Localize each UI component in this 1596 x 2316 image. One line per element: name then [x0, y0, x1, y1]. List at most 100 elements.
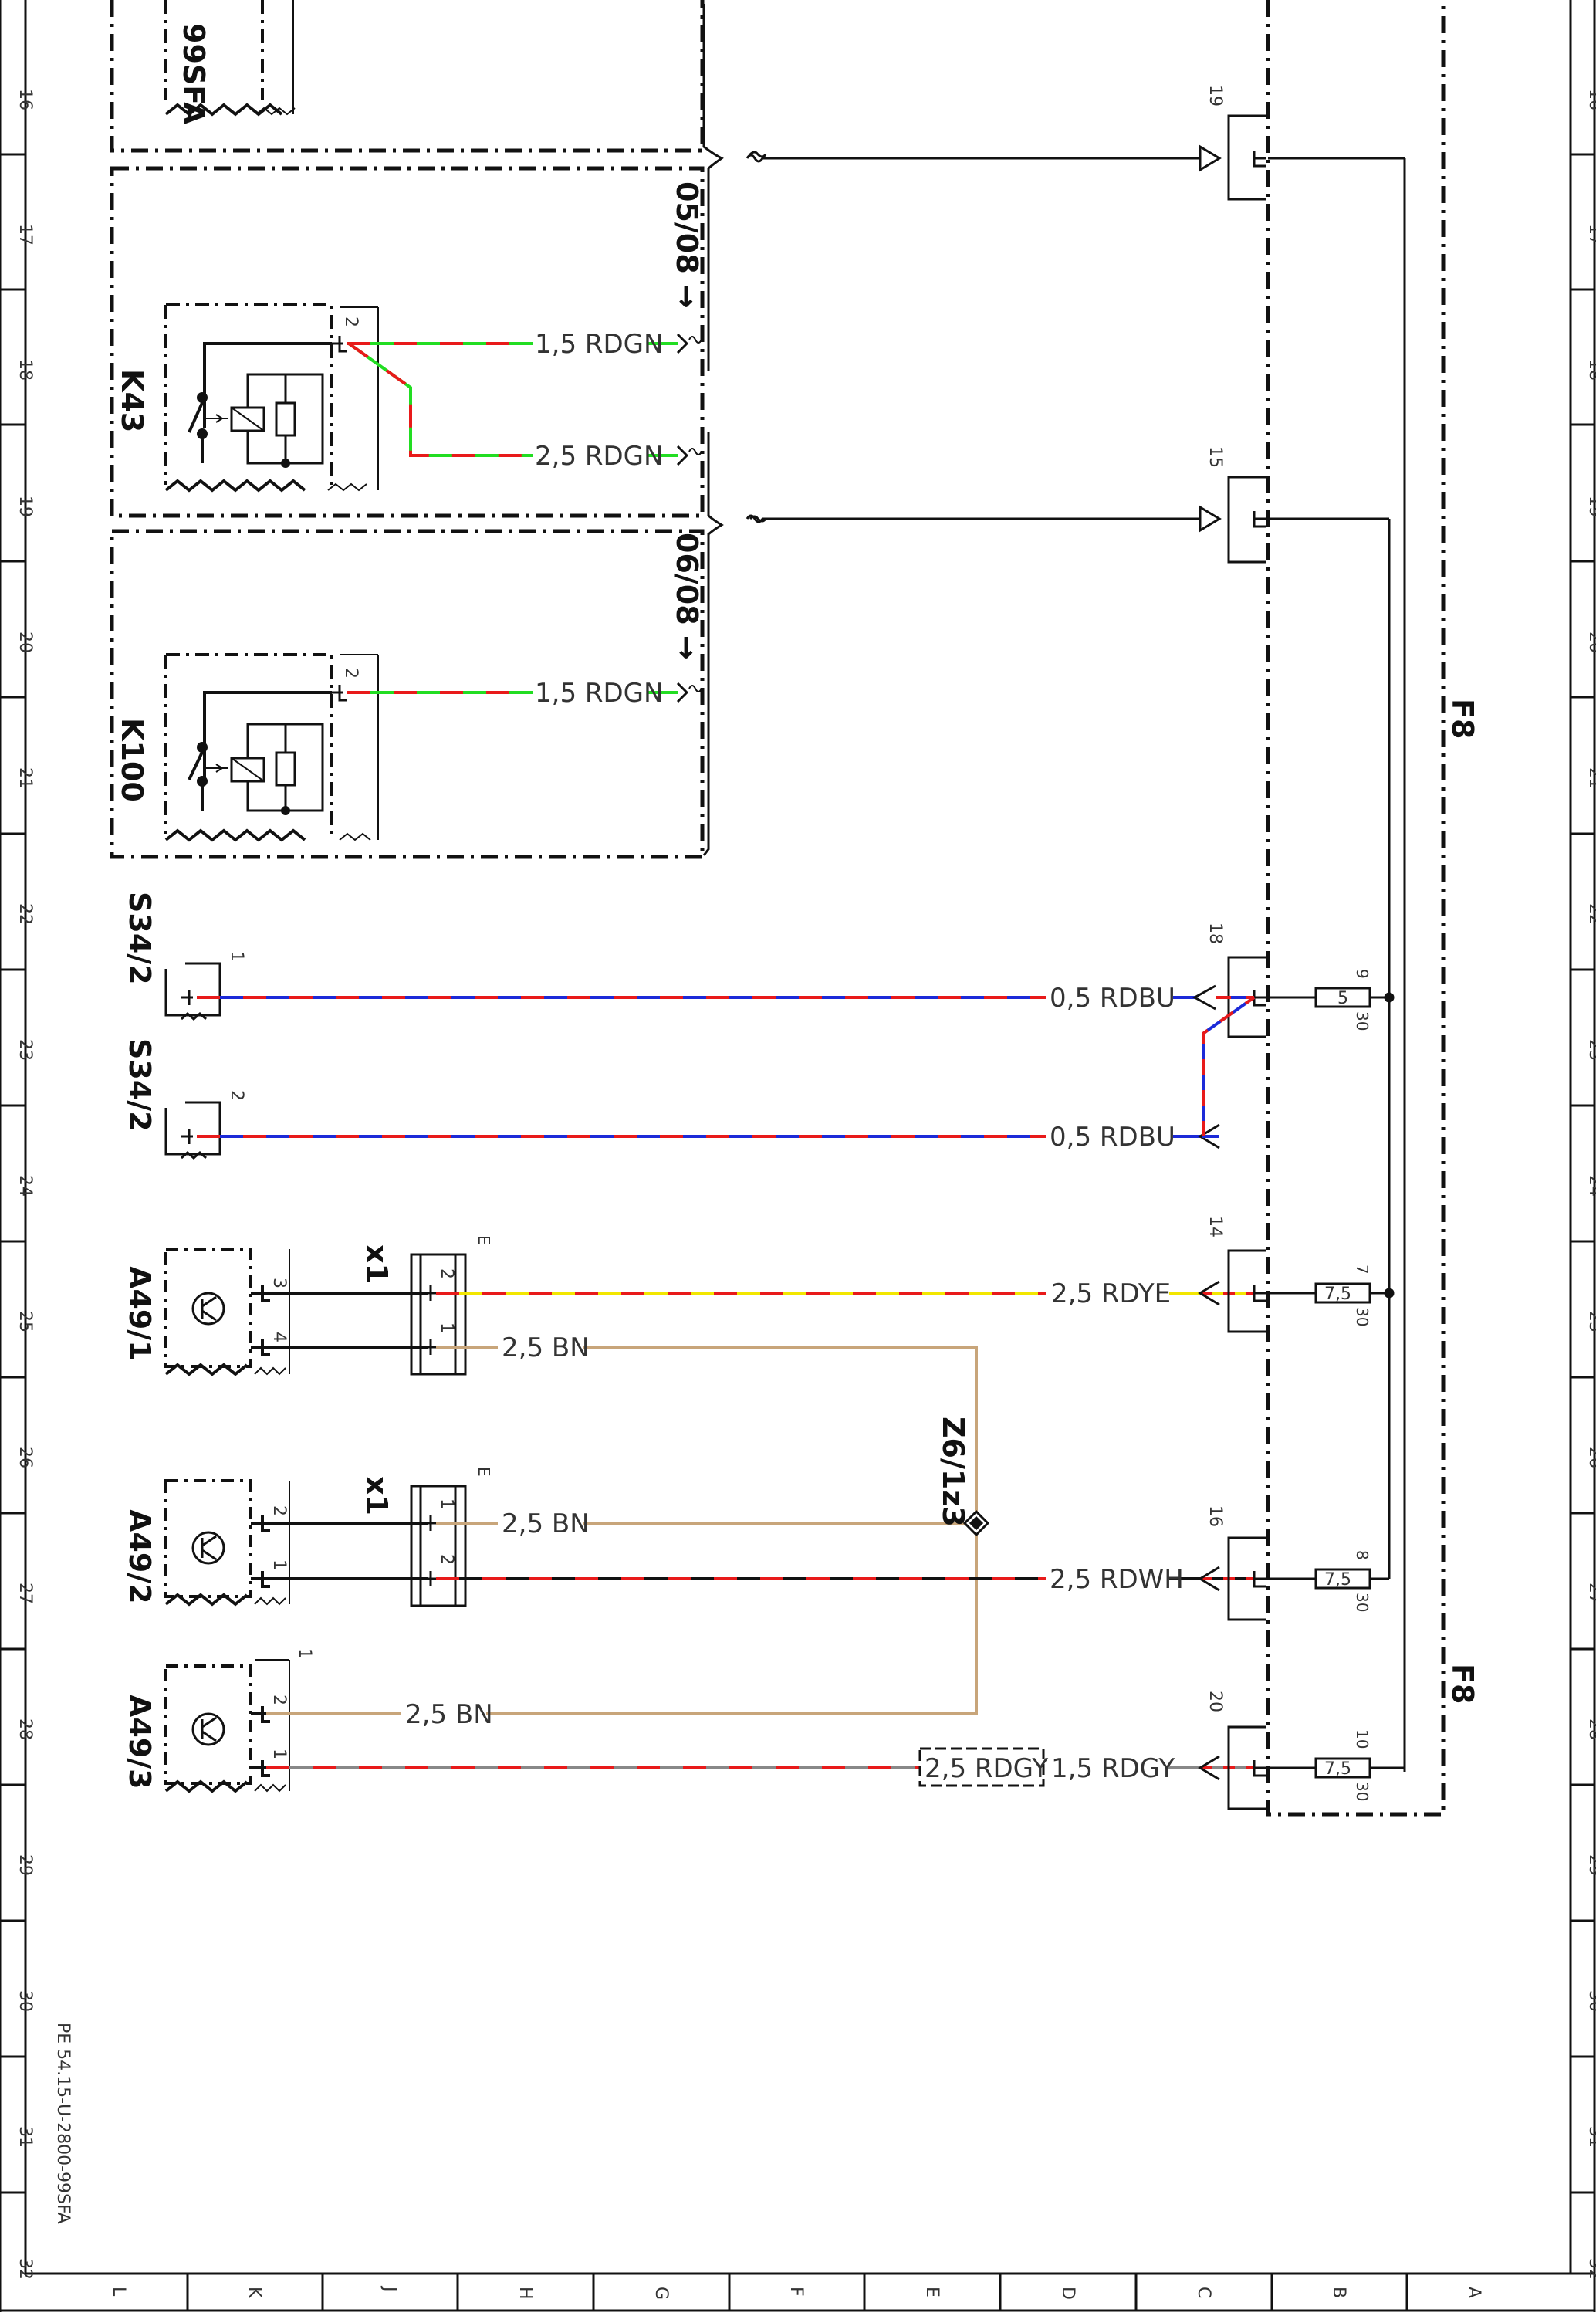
fuse-9-terminal: 30	[1353, 1011, 1371, 1031]
row-grid	[0, 153, 1594, 2194]
connector-18-label: 18	[1205, 923, 1225, 944]
x1b-pin-top: 1	[437, 1498, 456, 1509]
x1a-tag: E	[475, 1235, 493, 1245]
connector-16	[1198, 1536, 1266, 1621]
column-label: E	[922, 2287, 942, 2297]
wire-label-a49-2-bn: 2,5 BN	[502, 1508, 590, 1539]
row-label: 17	[1585, 224, 1596, 245]
wire-18-internal	[1202, 996, 1256, 1138]
top-component-body	[164, 0, 296, 117]
s34-2-b-body	[164, 1101, 221, 1160]
a49-1-pin-bot: 4	[269, 1332, 289, 1343]
relay-k43-body	[164, 303, 379, 493]
s34-b-pin: 2	[227, 1090, 246, 1101]
range-label-05-08: 05/08 →	[670, 181, 704, 309]
wire-label-k43-b: 2,5 RDGN	[535, 441, 663, 472]
drawing-number: PE 54.15-U-2800-99SFA	[53, 2023, 73, 2224]
row-labels-left: 16 17 18 19 20 21 22 23 24 25 26 27 28 2…	[15, 89, 35, 2280]
a49-2-pin-top: 2	[269, 1505, 289, 1516]
fuse-10-value: 7,5	[1324, 1759, 1351, 1779]
connector-19-label: 19	[1205, 85, 1225, 107]
wires-a49-1-to-x1	[266, 1292, 428, 1349]
wires-a49-2-to-x1	[266, 1522, 428, 1580]
row-label: 31	[1585, 2126, 1596, 2148]
a49-3-body	[164, 1659, 290, 1793]
wire-a49-1-bn	[436, 1346, 978, 1521]
wire-label-a49-3-bn: 2,5 BN	[405, 1699, 493, 1730]
row-label: 21	[1585, 767, 1596, 789]
column-label: C	[1194, 2287, 1213, 2298]
s34-2-a-body	[164, 962, 221, 1021]
row-label: 19	[15, 496, 35, 517]
row-label: 23	[1585, 1039, 1596, 1061]
range-label-06-08: 06/08 →	[670, 533, 704, 660]
row-label: 22	[1585, 903, 1596, 925]
row-label: 29	[1585, 1854, 1596, 1876]
connector-20-label: 20	[1205, 1691, 1225, 1712]
fuse-7-terminal: 30	[1353, 1307, 1371, 1326]
wire-label-a49-2-rdwh: 2,5 RDWH	[1050, 1564, 1184, 1595]
a49-3-pin-bot: 1	[269, 1749, 289, 1759]
k43-terminal	[332, 336, 347, 353]
column-label: L	[109, 2287, 128, 2297]
row-label: 26	[15, 1447, 35, 1468]
row-label: 26	[1585, 1447, 1596, 1468]
row-label: 21	[15, 767, 35, 789]
wire-label-k100: 1,5 RDGN	[535, 678, 663, 709]
connector-label-x1-a: x1	[360, 1244, 394, 1284]
column-label: D	[1058, 2287, 1077, 2300]
fuse-10-number: 10	[1353, 1729, 1371, 1749]
splice-label: Z6/1z3	[936, 1417, 970, 1527]
row-label: 29	[15, 1854, 35, 1876]
component-label-k43: K43	[115, 369, 149, 432]
wire-label-a49-1-bn: 2,5 BN	[502, 1332, 590, 1363]
fuse-8-value: 7,5	[1324, 1570, 1351, 1590]
fuse-8-terminal: 30	[1353, 1593, 1371, 1612]
row-label: 20	[1585, 631, 1596, 653]
wire-k43-b	[347, 342, 702, 466]
x1a-pin-top: 2	[437, 1268, 456, 1279]
column-labels: L K J H G F E D C B A	[109, 2285, 1483, 2300]
column-label: G	[651, 2287, 671, 2300]
row-label: 31	[15, 2126, 35, 2148]
a49-2-pin-bot: 1	[269, 1559, 289, 1570]
wire-label-a49-3-rdgy: 1,5 RDGY	[1051, 1753, 1175, 1784]
row-label: 18	[1585, 359, 1596, 381]
s34-a-pin: 1	[227, 951, 246, 962]
wire-label-k43-a: 1,5 RDGN	[535, 329, 663, 360]
wire-a49-3-box	[918, 1747, 1045, 1787]
row-label: 27	[1585, 1583, 1596, 1604]
component-label-a49-3: A49/3	[123, 1695, 157, 1789]
fuse-10-terminal: 30	[1353, 1782, 1371, 1801]
row-label: 17	[15, 224, 35, 245]
row-label: 22	[15, 903, 35, 925]
wire-a49-2-bn	[436, 1522, 978, 1715]
row-label: 28	[15, 1718, 35, 1740]
row-label: 24	[15, 1175, 35, 1197]
column-label: B	[1329, 2287, 1348, 2298]
fuse-8	[1268, 1568, 1389, 1590]
wire-label-s34-a: 0,5 RDBU	[1050, 983, 1175, 1014]
row-label: 25	[1585, 1311, 1596, 1332]
column-label: H	[516, 2287, 535, 2300]
connector-16-label: 16	[1205, 1505, 1225, 1527]
component-label-k100: K100	[115, 718, 149, 802]
fuse-9-number: 9	[1353, 969, 1371, 979]
a49-1-body	[164, 1248, 290, 1376]
row-label: 19	[1585, 496, 1596, 517]
row-labels-right: 16 17 18 19 20 21 22 23 24 25 26 27 28 2…	[1585, 89, 1596, 2280]
k100-pin-label: 2	[341, 668, 360, 679]
row-label: 32	[15, 2258, 35, 2280]
row-label: 30	[1585, 1990, 1596, 2012]
connector-20	[1198, 1725, 1266, 1810]
connector-14-label: 14	[1205, 1216, 1225, 1238]
connector-15-label: 15	[1205, 446, 1225, 468]
column-label: F	[786, 2287, 806, 2297]
fuse-9	[1268, 987, 1395, 1008]
x1-a-body	[410, 1253, 467, 1376]
relay-k100-body	[164, 653, 379, 842]
component-label-s34-2-b: S34/2	[123, 1038, 157, 1132]
connector-label-x1-b: x1	[360, 1476, 394, 1515]
x1b-tag: E	[475, 1467, 493, 1477]
